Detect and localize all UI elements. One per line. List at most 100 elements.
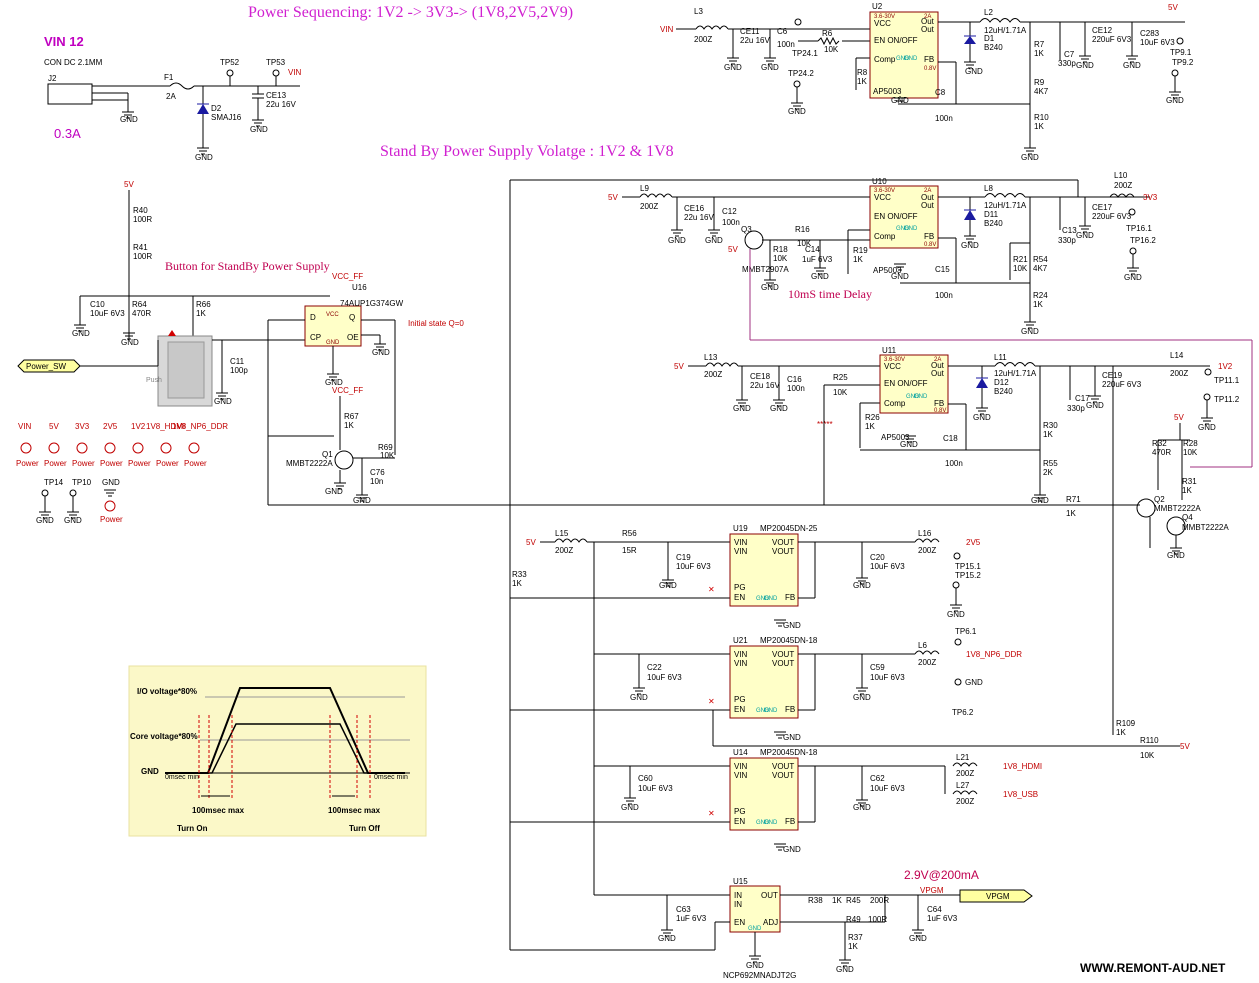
svg-text:GND: GND xyxy=(733,404,751,413)
c13-label: C13 xyxy=(1062,226,1077,235)
svg-text:GND: GND xyxy=(909,934,927,943)
svg-text:VOUT: VOUT xyxy=(772,650,794,659)
c7-label: C7 xyxy=(1064,50,1075,59)
svg-text:EN: EN xyxy=(734,593,745,602)
svg-text:GND: GND xyxy=(965,678,983,687)
r33-label: R33 xyxy=(512,570,527,579)
svg-text:EN ON/OFF: EN ON/OFF xyxy=(874,212,918,221)
svg-text:GND: GND xyxy=(783,845,801,854)
r55-value: 2K xyxy=(1043,468,1053,477)
r32-label: R32 xyxy=(1152,439,1167,448)
svg-text:Out: Out xyxy=(921,17,935,26)
svg-text:GND: GND xyxy=(658,934,676,943)
d12-value: B240 xyxy=(994,387,1013,396)
svg-text:VIN: VIN xyxy=(734,771,748,780)
core-waveform xyxy=(165,723,405,774)
svg-text:Power: Power xyxy=(16,459,39,468)
svg-text:GND: GND xyxy=(64,516,82,525)
u2-chip xyxy=(869,11,939,99)
c62-value: 10uF 6V3 xyxy=(870,784,905,793)
svg-text:Out: Out xyxy=(931,361,945,370)
ce19-label: CE19 xyxy=(1102,371,1123,380)
connector-label: CON DC 2.1MM xyxy=(44,58,103,67)
l3-inductor xyxy=(695,25,729,30)
svg-text:2V5: 2V5 xyxy=(103,422,118,431)
svg-text:GND: GND xyxy=(1167,551,1185,560)
svg-text:GND: GND xyxy=(764,820,778,826)
5v-net-label: 5V xyxy=(1180,742,1190,751)
u19-chip xyxy=(729,533,799,607)
ce17-label: CE17 xyxy=(1092,203,1113,212)
l10-label: L10 xyxy=(1114,171,1128,180)
svg-text:Power: Power xyxy=(72,459,95,468)
svg-text:EN: EN xyxy=(734,817,745,826)
tp6-1-label: TP6.1 xyxy=(955,627,977,636)
q1-part: MMBT2222A xyxy=(286,459,333,468)
svg-text:GND: GND xyxy=(891,272,909,281)
c14-label: C14 xyxy=(805,245,820,254)
u19-label: U19 xyxy=(733,524,748,533)
c59-value: 10uF 6V3 xyxy=(870,673,905,682)
standby-button-section: 5V R40 100R R41 100R GND C10 10uF 6V3 R6… xyxy=(17,180,1140,506)
c17-value: 330p xyxy=(1067,404,1085,413)
5v-net-label: 5V xyxy=(608,193,618,202)
c64-label: C64 xyxy=(927,905,942,914)
current-label: 0.3A xyxy=(54,126,81,141)
delay-label: 10mS time Delay xyxy=(788,287,872,301)
r40-label: R40 xyxy=(133,206,148,215)
r30-value: 1K xyxy=(1043,430,1053,439)
sequence-control: 5V R32 470R R28 10K R31 1K R71 1K Q2 MMB… xyxy=(1066,413,1229,560)
input-section: J2 GND F1 2A GND D2 SMAJ16 TP52 TP53 VIN… xyxy=(47,58,302,162)
c16-value: 100n xyxy=(787,384,805,393)
button-title: Button for StandBy Power Supply xyxy=(165,259,330,273)
r33-value: 1K xyxy=(512,579,522,588)
timing-min-label: 0msec min xyxy=(374,774,408,781)
r69-label: R69 xyxy=(378,443,393,452)
svg-text:2A: 2A xyxy=(924,188,931,194)
l6-value: 200Z xyxy=(918,658,936,667)
q1-label: Q1 xyxy=(322,450,333,459)
c19-label: C19 xyxy=(676,553,691,562)
ce18-value: 22u 16V xyxy=(750,381,780,390)
timing-diagram: I/O voltage*80% Core voltage*80% GND 0ms… xyxy=(128,665,427,837)
c15-label: C15 xyxy=(935,265,950,274)
r54-value: 4K7 xyxy=(1033,264,1048,273)
tp52-testpoint xyxy=(226,69,234,77)
r7-label: R7 xyxy=(1034,40,1045,49)
r10-label: R10 xyxy=(1034,113,1049,122)
c8-value: 100n xyxy=(935,114,953,123)
svg-text:IN: IN xyxy=(734,891,742,900)
r66-label: R66 xyxy=(196,300,211,309)
c20-value: 10uF 6V3 xyxy=(870,562,905,571)
l11-label: L11 xyxy=(994,353,1007,362)
svg-text:Comp: Comp xyxy=(874,55,896,64)
svg-text:2A: 2A xyxy=(934,357,941,363)
svg-text:VCC: VCC xyxy=(874,193,891,202)
timing-max-label: 100msec max xyxy=(192,806,245,815)
5v-net-label: 5V xyxy=(728,245,738,254)
d2-value: SMAJ16 xyxy=(211,113,242,122)
svg-text:GND: GND xyxy=(756,820,770,826)
c60-label: C60 xyxy=(638,774,653,783)
power-flag: 1V2 Power xyxy=(128,422,151,468)
r28-value: 10K xyxy=(1183,448,1198,457)
c76-value: 10n xyxy=(370,477,383,486)
svg-text:1V2: 1V2 xyxy=(131,422,146,431)
2v5-net-label: 2V5 xyxy=(966,538,981,547)
svg-text:GND: GND xyxy=(761,283,779,292)
vpgm-rating-label: 2.9V@200mA xyxy=(904,868,979,882)
f1-fuse xyxy=(169,82,195,90)
r56-label: R56 xyxy=(622,529,637,538)
d11-diode xyxy=(964,210,976,220)
f1-value: 2A xyxy=(166,92,176,101)
r69-value: 10K xyxy=(380,451,395,460)
svg-text:GND: GND xyxy=(1076,231,1094,240)
c6-value: 100n xyxy=(777,40,795,49)
tp52-label: TP52 xyxy=(220,58,240,67)
svg-text:3V3: 3V3 xyxy=(75,422,90,431)
u21-label: U21 xyxy=(733,636,748,645)
l15-value: 200Z xyxy=(555,546,573,555)
c19-value: 10uF 6V3 xyxy=(676,562,711,571)
power-sw-port xyxy=(17,359,81,373)
svg-text:GND: GND xyxy=(1086,401,1104,410)
